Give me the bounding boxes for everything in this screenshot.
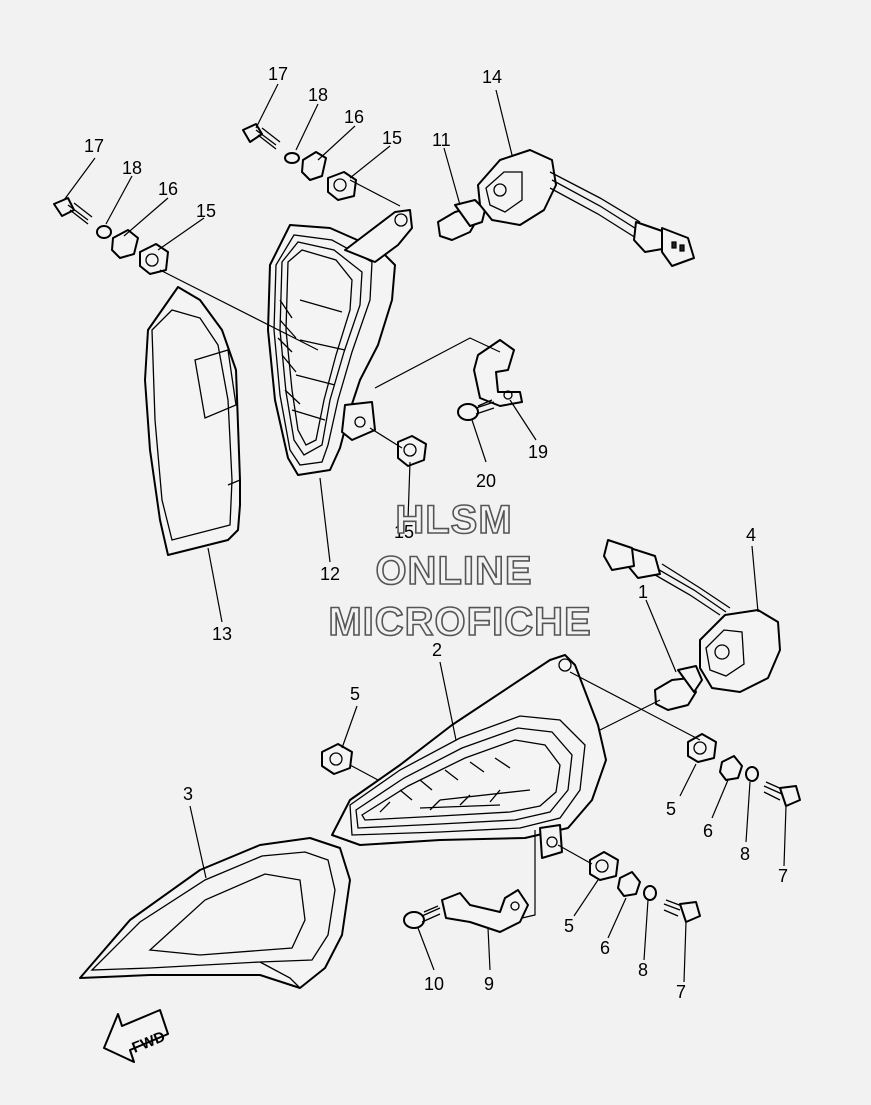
callout-10: 10 [424,974,444,994]
callout-13: 13 [212,624,232,644]
bolt-7-upper [763,781,801,807]
callout-6: 6 [600,938,610,958]
callout-3: 3 [183,784,193,804]
watermark: HLSM ONLINE MICROFICHE [328,497,592,645]
callout-8: 8 [638,960,648,980]
callout-14: 14 [482,67,502,87]
callout-7: 7 [676,982,686,1002]
collar-6-lower [617,871,641,897]
bolt-10 [403,905,441,929]
callout-20: 20 [476,471,496,491]
callout-12: 12 [320,564,340,584]
washer-8-lower [643,885,657,901]
callout-5: 5 [666,799,676,819]
lens-cover-3 [79,837,351,989]
fastener-set-upper [242,123,357,201]
bolt-7-lower [663,899,701,923]
watermark-line-2: ONLINE [375,549,532,593]
callout-5: 5 [564,916,574,936]
lens-assembly-12 [267,209,413,476]
socket-lead-14 [477,149,695,267]
leader-lines [63,83,787,983]
grommet-5-upper-right [687,733,717,763]
callout-8: 8 [740,844,750,864]
collar-6-upper [719,755,743,781]
callout-5: 5 [350,684,360,704]
callout-15: 15 [394,522,414,542]
grommet-5-lower-right [589,851,619,881]
callout-2: 2 [432,640,442,660]
callout-17: 17 [268,64,288,84]
callout-6: 6 [703,821,713,841]
forward-arrow: FWD [103,1009,169,1063]
bracket-19 [473,339,523,407]
watermark-line-1: HLSM [395,498,512,542]
callout-16: 16 [158,179,178,199]
callout-11: 11 [432,130,451,150]
bracket-9 [441,889,529,933]
callout-17: 17 [84,136,104,156]
callout-7: 7 [778,866,788,886]
bulb-1 [654,665,703,711]
callout-19: 19 [528,442,548,462]
fastener-set-lower [53,197,169,275]
callout-15: 15 [382,128,402,148]
watermark-line-3: MICROFICHE [328,600,591,644]
grommet-5-left [321,743,353,775]
bulb-11 [437,199,486,241]
callout-15: 15 [196,201,216,221]
lens-cover-13 [144,286,241,556]
callout-16: 16 [344,107,364,127]
callout-1: 1 [638,582,648,602]
lens-assembly-2 [331,654,607,859]
bolt-20 [457,399,495,421]
socket-lead-4 [603,539,781,693]
washer-8-upper [745,766,759,782]
callout-9: 9 [484,974,494,994]
callout-4: 4 [746,525,756,545]
callout-18: 18 [122,158,142,178]
grommet-15 [397,435,427,467]
callout-18: 18 [308,85,328,105]
callout-labels: 17 18 16 15 11 14 17 18 16 15 19 20 15 1… [84,64,788,1002]
